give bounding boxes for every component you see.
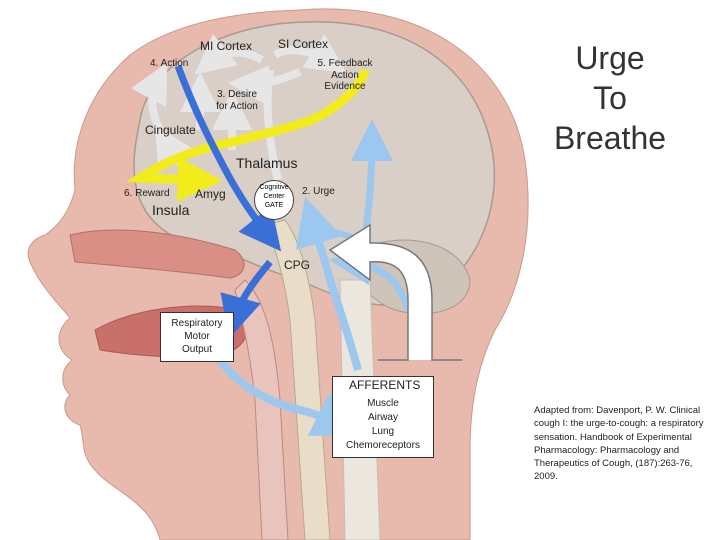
afferents-box: AFFERENTS Muscle Airway Lung Chemorecept… [332,376,434,458]
afferents-title: AFFERENTS [349,378,421,392]
si-cortex-label: SI Cortex [278,37,329,51]
mi-cortex-label: MI Cortex [200,39,253,53]
nasal-cavity [69,229,245,279]
motor-efferent-path [174,64,282,252]
cingulate-label: Cingulate [145,123,196,137]
feedback-hollow-arrow [328,223,462,361]
reward-path [125,117,307,202]
feedback-label: 5. Feedback Action Evidence [317,58,373,92]
urge-label: 2. Urge [302,186,335,197]
amyg-label: Amyg [195,187,226,201]
desire-label: 3. Desire for Action [216,89,258,112]
respiratory-motor-output-box: Respiratory Motor Output [160,312,234,362]
thalamus-label: Thalamus [236,155,298,171]
cognitive-gate: Cognitive Center GATE [254,180,294,220]
citation-text: Adapted from: Davenport, P. W. Clinical … [534,405,704,483]
insula-label: Insula [152,202,190,218]
action-label: 4. Action [150,58,189,69]
page-title: Urge To Breathe [553,40,667,156]
cpg-label: CPG [284,258,311,272]
afferent-path [206,342,362,436]
reward-label: 6. Reward [124,188,170,199]
receptor-list: Muscle Airway Lung Chemoreceptors [346,398,420,451]
